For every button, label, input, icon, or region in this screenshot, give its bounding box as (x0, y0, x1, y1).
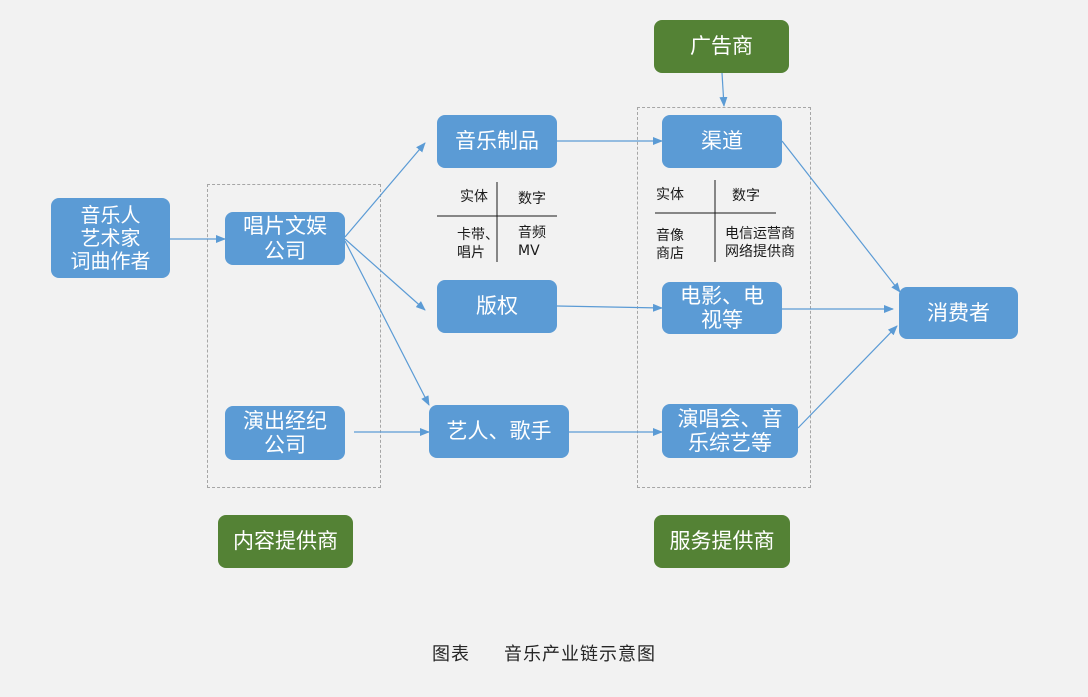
product-digital-label: 数字 (518, 191, 546, 207)
channel-physical-label: 实体 (656, 187, 684, 203)
node-consumer: 消费者 (899, 287, 1018, 339)
arrow-copyright-to-film (556, 303, 663, 312)
node-performance-agency: 演出经纪 公司 (225, 406, 345, 460)
node-artist-singer: 艺人、歌手 (429, 405, 569, 458)
content-provider-group-box (207, 184, 381, 488)
node-film-tv: 电影、电 视等 (662, 282, 782, 334)
group-label-service-provider: 服务提供商 (654, 515, 790, 568)
node-musician: 音乐人 艺术家 词曲作者 (51, 198, 170, 278)
arrow-record-to-copyright (344, 238, 426, 311)
channel-physical-items: 音像 商店 (656, 228, 684, 263)
arrow-concert-to-consumer (797, 325, 898, 429)
group-label-content-provider: 内容提供商 (218, 515, 353, 568)
arrow-record-to-products (344, 142, 426, 238)
product-physical-label: 实体 (460, 189, 488, 205)
arrow-channel-to-consumer (781, 140, 901, 293)
channel-digital-items: 电信运营商 网络提供商 (725, 226, 795, 261)
product-physical-items: 卡带、 唱片 (457, 227, 499, 262)
node-advertiser: 广告商 (654, 20, 789, 73)
channel-digital-label: 数字 (732, 188, 760, 204)
arrow-advertiser-to-channel (719, 72, 728, 107)
node-copyright: 版权 (437, 280, 557, 333)
arrow-record-to-artist (344, 240, 430, 406)
node-record-company: 唱片文娱 公司 (225, 212, 345, 265)
node-music-products: 音乐制品 (437, 115, 557, 168)
node-concert: 演唱会、音 乐综艺等 (662, 404, 798, 458)
product-digital-items: 音频 MV (518, 225, 546, 260)
caption-title: 音乐产业链示意图 (504, 644, 656, 665)
figure-caption: 图表 音乐产业链示意图 (0, 640, 1088, 666)
service-provider-group-box (637, 107, 811, 488)
caption-label: 图表 (432, 644, 470, 665)
node-channel: 渠道 (662, 115, 782, 168)
